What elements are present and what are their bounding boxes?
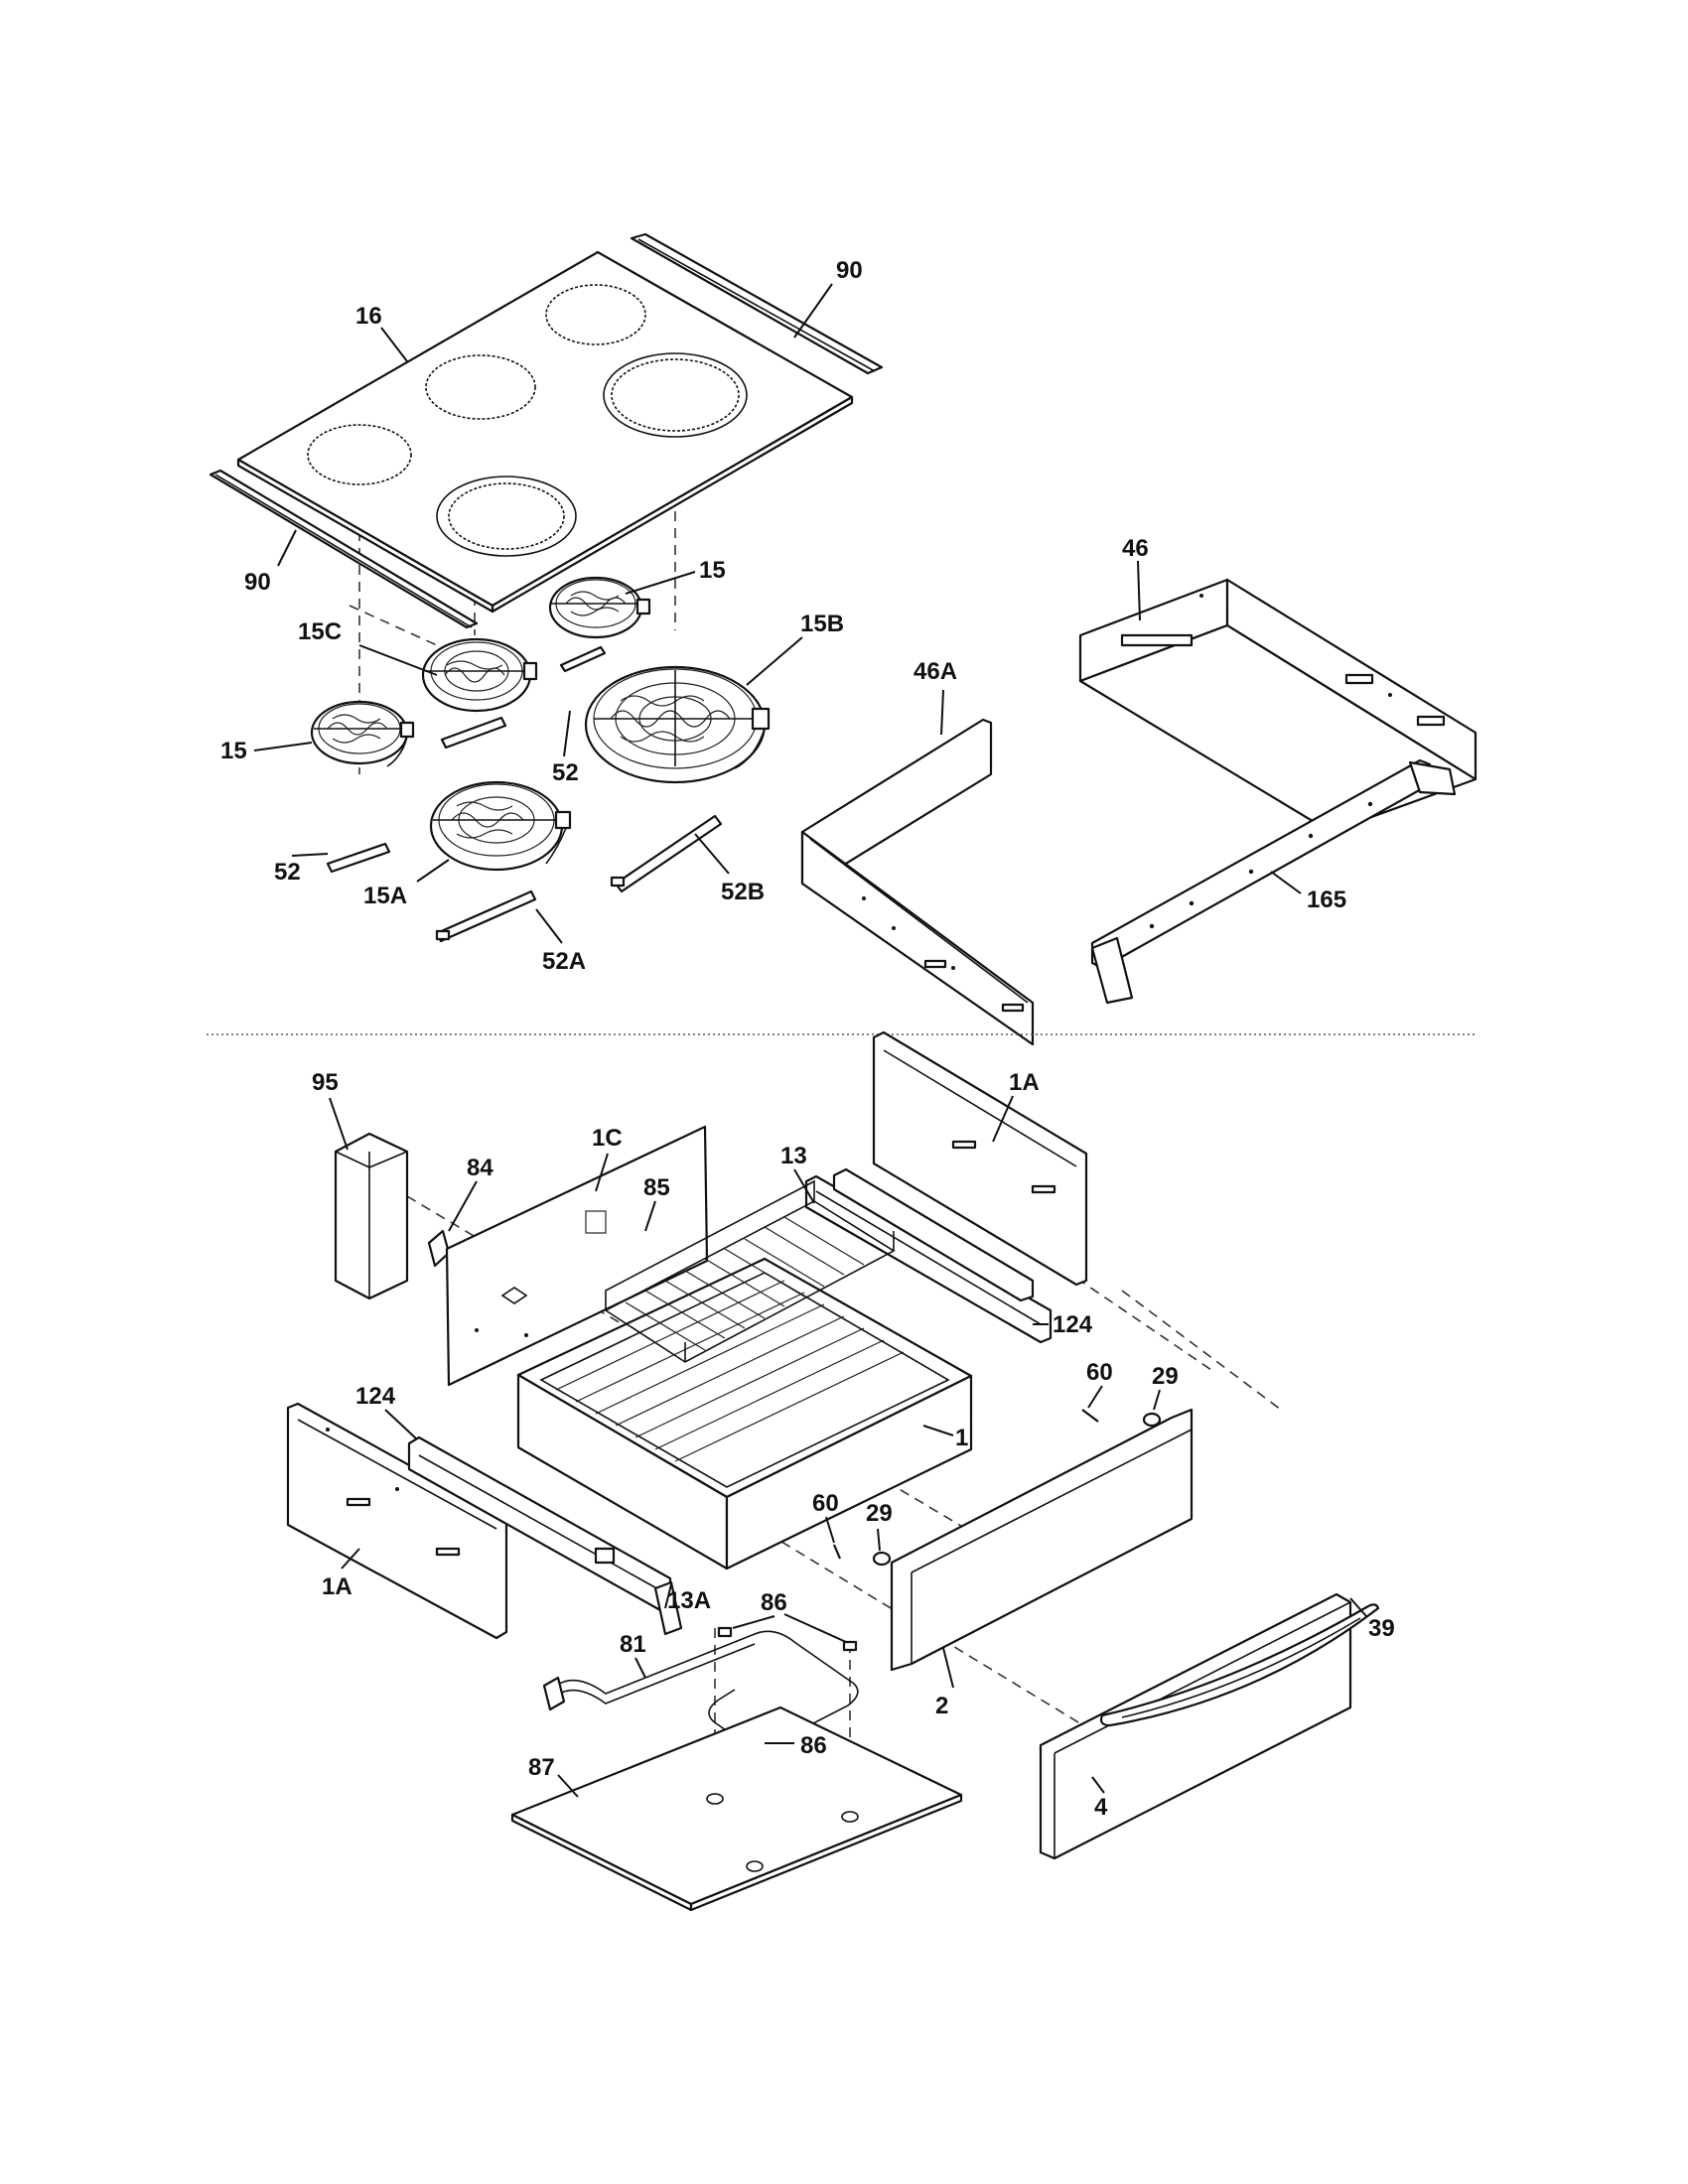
fastener-60-right <box>1081 1409 1099 1423</box>
callout-52-upper: 52 <box>552 759 579 786</box>
callout-1a-right: 1A <box>1009 1069 1040 1096</box>
radiant-element-rear-small <box>548 576 651 639</box>
callout-52a: 52A <box>542 948 586 975</box>
callout-1a-left: 1A <box>322 1573 352 1600</box>
leader-lines <box>253 283 1367 1798</box>
bottom-plate-87 <box>510 1706 963 1912</box>
inner-front-panel-2 <box>890 1408 1194 1672</box>
radiant-element-15a <box>429 780 572 872</box>
callout-52-lower: 52 <box>274 859 301 886</box>
slide-rail-left <box>407 1435 683 1636</box>
insulation-95 <box>334 1132 409 1300</box>
callout-15a: 15A <box>363 883 407 909</box>
callout-1: 1 <box>955 1425 968 1451</box>
drawer-handle-39 <box>1099 1603 1380 1727</box>
callout-15-rear: 15 <box>699 557 726 584</box>
bracket-84 <box>427 1229 451 1268</box>
callout-4: 4 <box>1094 1794 1108 1821</box>
callout-46a: 46A <box>914 658 957 685</box>
back-panel-1c <box>445 1125 709 1387</box>
callout-13: 13 <box>780 1143 807 1169</box>
radiant-element-15c <box>421 637 538 713</box>
callout-90-front: 90 <box>244 569 271 596</box>
outer-front-panel-4 <box>1039 1592 1352 1860</box>
side-panel-1a-left <box>286 1402 508 1640</box>
callout-95: 95 <box>312 1069 339 1096</box>
callout-60-left: 60 <box>812 1490 839 1517</box>
callout-39: 39 <box>1368 1615 1395 1642</box>
callout-15-front: 15 <box>220 738 247 764</box>
support-rail-165 <box>1090 758 1457 1005</box>
callout-60-right: 60 <box>1086 1359 1113 1386</box>
callout-2: 2 <box>935 1693 948 1719</box>
callout-15b: 15B <box>800 611 844 637</box>
radiant-element-15b <box>584 665 771 784</box>
callout-13a: 13A <box>667 1587 711 1614</box>
trim-strip-rear <box>630 232 884 375</box>
callout-87: 87 <box>528 1754 555 1781</box>
callout-165: 165 <box>1307 887 1346 913</box>
callout-29-left: 29 <box>866 1500 893 1527</box>
fastener-60-left <box>832 1544 842 1560</box>
callout-85: 85 <box>643 1174 670 1201</box>
glass-cooktop <box>236 250 854 614</box>
wire-harnesses-top <box>326 645 723 943</box>
callout-52b: 52B <box>721 879 765 905</box>
callout-124-right: 124 <box>1053 1311 1093 1338</box>
side-panel-1a-right <box>872 1030 1088 1287</box>
callout-1c: 1C <box>592 1125 623 1152</box>
spacer-29-right <box>1142 1412 1162 1428</box>
trim-strip-front <box>209 469 479 629</box>
callout-labels: 16 90 90 15 15C 15B 15 52 52 15A 52B 52A… <box>220 257 1395 1821</box>
rear-panel-46 <box>1078 578 1477 834</box>
callout-16: 16 <box>355 303 382 330</box>
callout-81: 81 <box>620 1631 646 1658</box>
callout-29-right: 29 <box>1152 1363 1179 1390</box>
callout-84: 84 <box>467 1155 493 1181</box>
wire-rack <box>604 1179 896 1363</box>
callout-86-upper: 86 <box>761 1589 787 1616</box>
radiant-element-front-small <box>310 700 415 767</box>
drawer-tub <box>516 1257 973 1570</box>
side-panel-46a <box>800 718 1035 1046</box>
callout-15c: 15C <box>298 618 342 645</box>
callout-90-rear: 90 <box>836 257 863 284</box>
callout-124-left: 124 <box>355 1383 396 1410</box>
spacer-29-left <box>872 1551 892 1567</box>
callout-46: 46 <box>1122 535 1149 562</box>
slide-rail-right <box>804 1167 1053 1344</box>
callout-86-lower: 86 <box>800 1732 827 1759</box>
